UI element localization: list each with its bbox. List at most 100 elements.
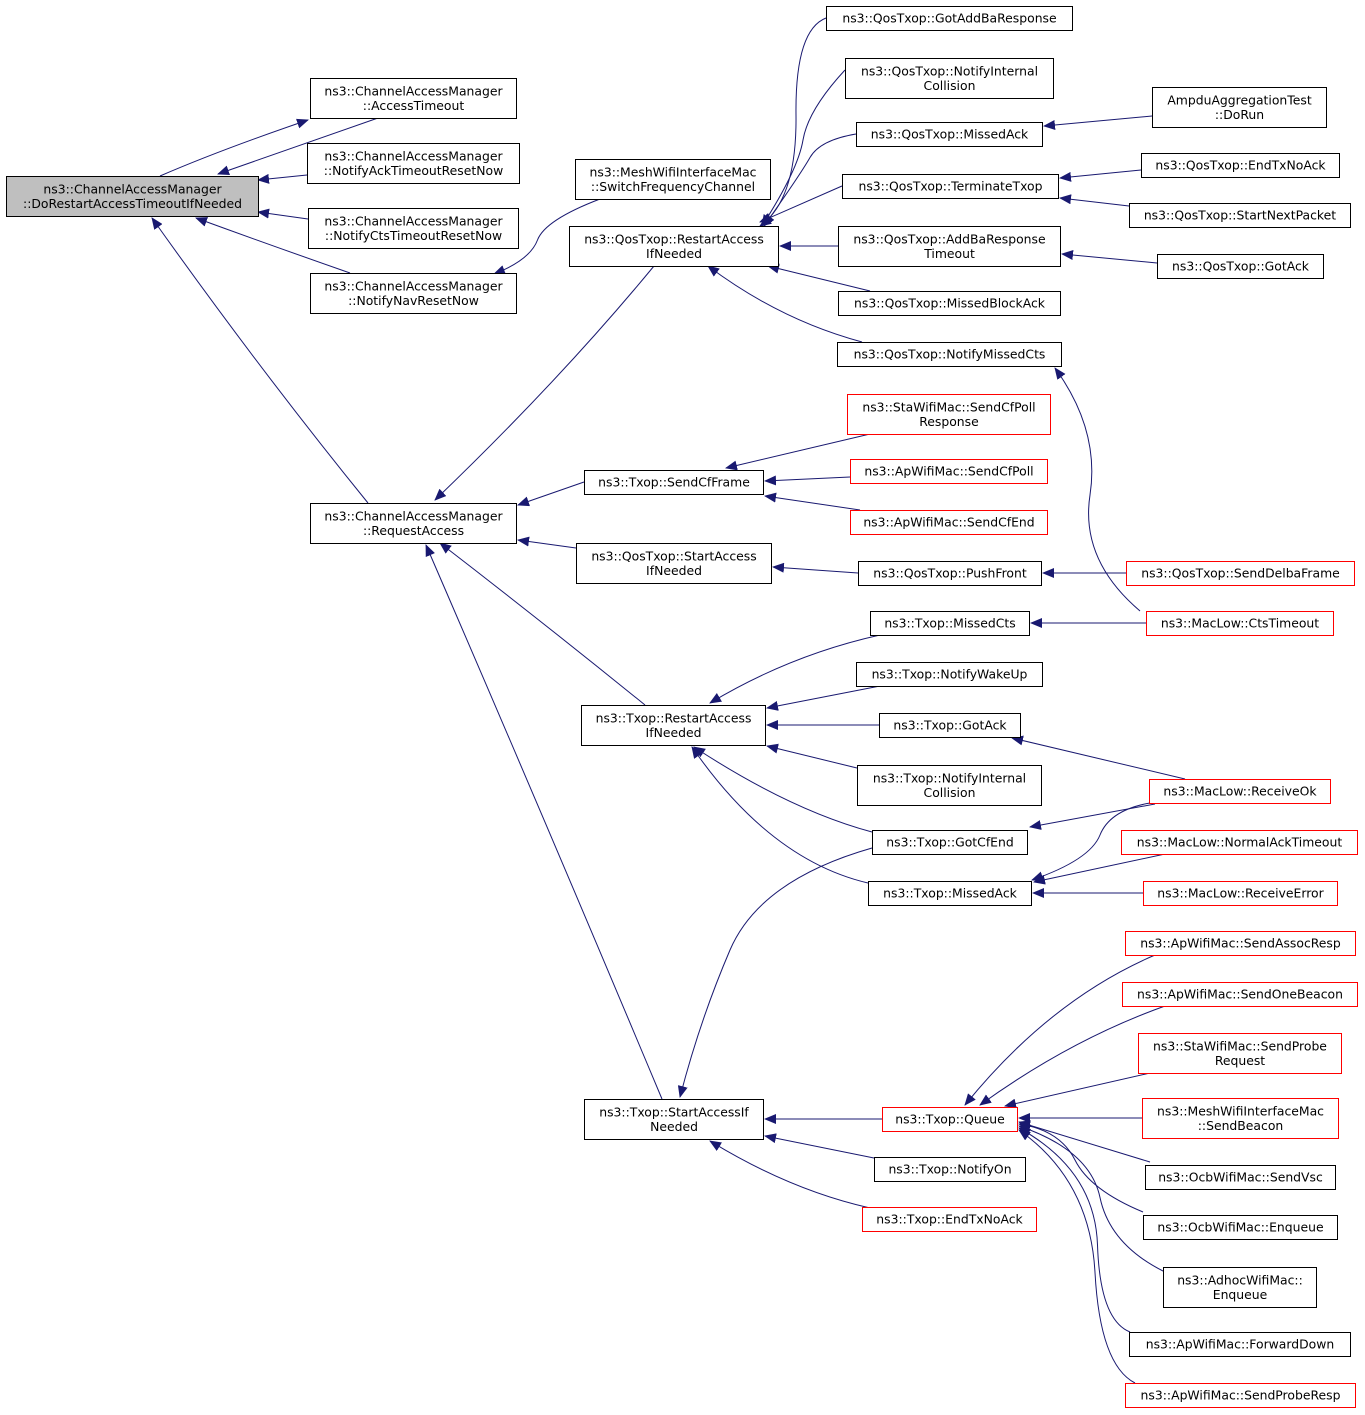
graph-node-n41[interactable]: ns3::MacLow::ReceiveError	[1143, 881, 1338, 906]
node-label-line: Request	[1215, 1053, 1265, 1068]
node-label-line: ns3::QosTxop::SendDelbaFrame	[1141, 566, 1340, 581]
node-box	[838, 291, 1061, 316]
node-box	[858, 561, 1042, 586]
graph-node-n34[interactable]: ns3::QosTxop::EndTxNoAck	[1141, 153, 1340, 178]
node-label-line: Response	[919, 414, 979, 429]
graph-node-n6[interactable]: ns3::ChannelAccessManager::RequestAccess	[310, 503, 517, 544]
graph-node-n2[interactable]: ns3::ChannelAccessManager::AccessTimeout	[310, 78, 517, 119]
graph-node-n26[interactable]: ns3::Txop::GotAck	[879, 713, 1021, 738]
node-box	[826, 6, 1073, 31]
node-box	[310, 78, 517, 119]
node-label-line: ns3::MacLow::ReceiveError	[1157, 886, 1324, 901]
node-box	[1142, 1098, 1339, 1139]
node-label-line: ns3::QosTxop::MissedBlockAck	[854, 296, 1046, 311]
node-box	[857, 765, 1042, 806]
node-label-line: AmpduAggregationTest	[1167, 92, 1312, 107]
graph-node-n50[interactable]: ns3::ApWifiMac::SendProbeResp	[1125, 1383, 1356, 1408]
graph-node-n23[interactable]: ns3::QosTxop::PushFront	[858, 561, 1042, 586]
call-edge-n50-to-n30	[1018, 1129, 1136, 1384]
node-box	[1152, 87, 1327, 128]
call-edge-n46-to-n30	[1018, 1120, 1151, 1163]
graph-node-n18[interactable]: ns3::QosTxop::MissedBlockAck	[838, 291, 1061, 316]
node-label-line: ns3::QosTxop::NotifyMissedCts	[854, 347, 1046, 362]
node-label-line: ns3::Txop::GotCfEnd	[886, 835, 1013, 850]
call-edge-n2-to-n1	[217, 117, 379, 176]
node-box	[1143, 881, 1338, 906]
graph-node-n4[interactable]: ns3::ChannelAccessManager::NotifyCtsTime…	[308, 208, 519, 249]
graph-node-n13[interactable]: ns3::QosTxop::GotAddBaResponse	[826, 6, 1073, 31]
graph-node-n7[interactable]: ns3::MeshWifiInterfaceMac::SwitchFrequen…	[575, 159, 771, 200]
graph-node-n36[interactable]: ns3::QosTxop::GotAck	[1157, 254, 1324, 279]
node-label-line: ::DoRestartAccessTimeoutIfNeeded	[23, 196, 242, 211]
node-box	[856, 122, 1043, 147]
node-box	[1149, 779, 1331, 804]
node-box	[1157, 254, 1324, 279]
graph-node-n28[interactable]: ns3::Txop::GotCfEnd	[872, 830, 1028, 855]
graph-node-n45[interactable]: ns3::MeshWifiInterfaceMac::SendBeacon	[1142, 1098, 1339, 1139]
graph-node-n35[interactable]: ns3::QosTxop::StartNextPacket	[1129, 203, 1351, 228]
node-label-line: ns3::ApWifiMac::SendCfEnd	[863, 515, 1034, 530]
node-label-line: ::AccessTimeout	[363, 98, 465, 113]
node-label-line: ns3::ApWifiMac::SendOneBeacon	[1137, 987, 1343, 1002]
graph-node-n29[interactable]: ns3::Txop::MissedAck	[868, 881, 1032, 906]
node-box	[310, 273, 517, 314]
graph-node-n33[interactable]: AmpduAggregationTest::DoRun	[1152, 87, 1327, 128]
node-label-line: ns3::OcbWifiMac::Enqueue	[1157, 1220, 1323, 1235]
graph-node-n15[interactable]: ns3::QosTxop::MissedAck	[856, 122, 1043, 147]
node-box	[850, 459, 1048, 484]
node-box	[850, 510, 1048, 535]
graph-node-n9[interactable]: ns3::Txop::SendCfFrame	[584, 470, 764, 495]
graph-node-n31[interactable]: ns3::Txop::NotifyOn	[874, 1157, 1026, 1182]
graph-node-n48[interactable]: ns3::AdhocWifiMac::Enqueue	[1163, 1267, 1317, 1308]
graph-node-n39[interactable]: ns3::MacLow::ReceiveOk	[1149, 779, 1331, 804]
graph-node-n47[interactable]: ns3::OcbWifiMac::Enqueue	[1143, 1215, 1338, 1240]
graph-node-n32[interactable]: ns3::Txop::EndTxNoAck	[862, 1207, 1037, 1232]
graph-node-n49[interactable]: ns3::ApWifiMac::ForwardDown	[1129, 1332, 1351, 1357]
graph-node-n43[interactable]: ns3::ApWifiMac::SendOneBeacon	[1122, 982, 1358, 1007]
node-box	[868, 881, 1032, 906]
graph-node-n21[interactable]: ns3::ApWifiMac::SendCfPoll	[850, 459, 1048, 484]
node-label-line: ns3::Txop::Queue	[895, 1112, 1005, 1127]
node-box	[842, 174, 1059, 199]
graph-node-n22[interactable]: ns3::ApWifiMac::SendCfEnd	[850, 510, 1048, 535]
call-edge-n28-to-n12	[677, 847, 873, 1098]
graph-node-n5[interactable]: ns3::ChannelAccessManager::NotifyNavRese…	[310, 273, 517, 314]
graph-node-n25[interactable]: ns3::Txop::NotifyWakeUp	[856, 662, 1043, 687]
node-label-line: ns3::OcbWifiMac::SendVsc	[1158, 1170, 1323, 1185]
graph-node-n40[interactable]: ns3::MacLow::NormalAckTimeout	[1121, 830, 1358, 855]
node-label-line: ns3::ChannelAccessManager	[43, 181, 222, 196]
call-edge-n19-to-n8	[707, 265, 863, 343]
call-edge-n24-to-n11	[709, 634, 881, 704]
graph-node-n46[interactable]: ns3::OcbWifiMac::SendVsc	[1145, 1165, 1336, 1190]
node-label-line: ns3::MeshWifiInterfaceMac	[590, 164, 757, 179]
node-label-line: ns3::Txop::NotifyWakeUp	[872, 667, 1028, 682]
node-label-line: ns3::QosTxop::GotAck	[1172, 259, 1310, 274]
call-edge-n48-to-n30	[1018, 1124, 1166, 1273]
graph-node-n42[interactable]: ns3::ApWifiMac::SendAssocResp	[1125, 931, 1356, 956]
node-box	[862, 1207, 1037, 1232]
node-label-line: ns3::ChannelAccessManager	[324, 148, 503, 163]
graph-node-n19[interactable]: ns3::QosTxop::NotifyMissedCts	[837, 342, 1062, 367]
node-box	[1145, 1165, 1336, 1190]
graph-node-n38[interactable]: ns3::MacLow::CtsTimeout	[1146, 611, 1334, 636]
node-label-line: ns3::QosTxop::AddBaResponse	[853, 231, 1045, 246]
graph-node-n30[interactable]: ns3::Txop::Queue	[882, 1107, 1018, 1132]
node-label-line: ns3::QosTxop::StartAccess	[591, 548, 756, 563]
graph-node-n37[interactable]: ns3::QosTxop::SendDelbaFrame	[1126, 561, 1355, 586]
graph-node-n24[interactable]: ns3::Txop::MissedCts	[870, 611, 1030, 636]
graph-node-n16[interactable]: ns3::QosTxop::TerminateTxop	[842, 174, 1059, 199]
call-edge-n39-to-n28	[1029, 803, 1156, 830]
node-box	[1125, 1383, 1356, 1408]
graph-node-n1[interactable]: ns3::ChannelAccessManager::DoRestartAcce…	[6, 176, 259, 217]
call-edge-n8-to-n6	[434, 265, 655, 501]
graph-node-n3[interactable]: ns3::ChannelAccessManager::NotifyAckTime…	[307, 143, 520, 184]
